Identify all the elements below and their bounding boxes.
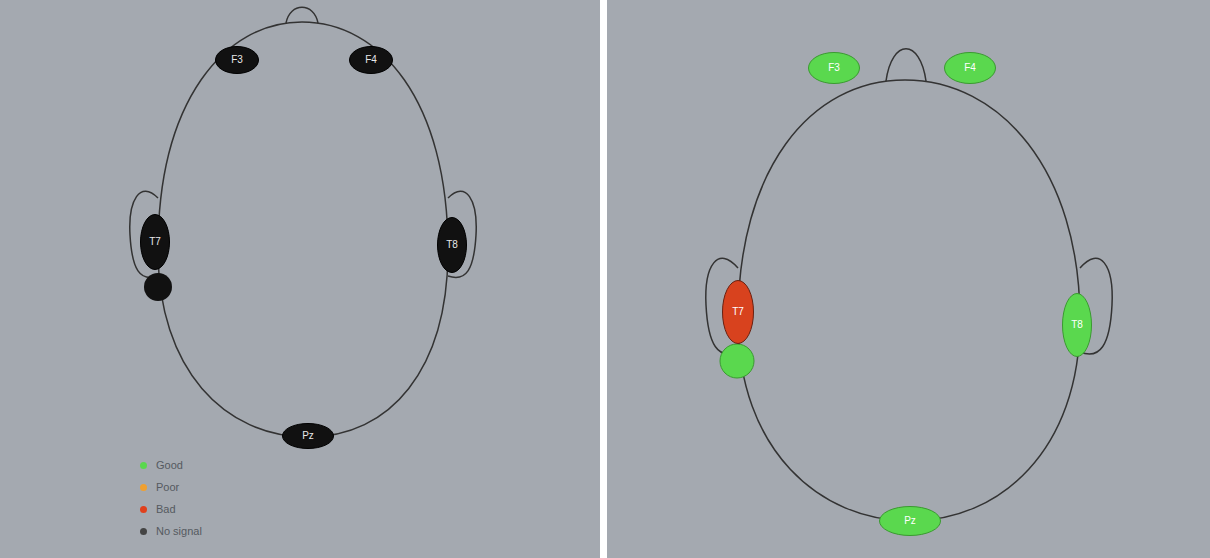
- electrode: F4: [349, 46, 393, 74]
- legend-swatch: [140, 506, 147, 513]
- electrode: T7: [140, 214, 170, 270]
- panel-divider: [600, 0, 607, 558]
- electrode: T7: [722, 280, 754, 344]
- electrode-label: F4: [964, 63, 976, 73]
- legend-label: No signal: [156, 525, 202, 537]
- legend-label: Poor: [156, 481, 179, 493]
- electrode: F4: [944, 52, 996, 84]
- electrode-label: T7: [732, 307, 744, 317]
- electrode: F3: [808, 52, 860, 84]
- electrode-label: T7: [149, 237, 161, 247]
- electrode: T8: [1062, 293, 1092, 357]
- legend-swatch: [140, 484, 147, 491]
- legend: GoodPoorBad No signal: [140, 454, 202, 542]
- electrode: T8: [437, 217, 467, 273]
- legend-item: Poor: [140, 476, 202, 498]
- electrode: F3: [215, 46, 259, 74]
- reference-electrode: [720, 344, 754, 378]
- head-outline: [158, 22, 448, 437]
- reference-electrode: [144, 273, 172, 301]
- head-outline: [738, 80, 1080, 521]
- legend-swatch: [140, 528, 147, 535]
- legend-label: Bad: [156, 503, 176, 515]
- electrode: Pz: [879, 506, 941, 536]
- legend-item: No signal: [140, 520, 202, 542]
- electrode-label: Pz: [904, 516, 916, 526]
- electrode-label: F3: [231, 55, 243, 65]
- legend-label: Good: [156, 459, 183, 471]
- electrode-label: F3: [828, 63, 840, 73]
- nose: [286, 7, 318, 23]
- nose: [886, 49, 926, 81]
- legend-item: Bad: [140, 498, 202, 520]
- electrode-label: Pz: [302, 431, 314, 441]
- electrode-label: T8: [446, 240, 458, 250]
- electrode: Pz: [282, 423, 334, 449]
- legend-item: Good: [140, 454, 202, 476]
- electrode-label: T8: [1071, 320, 1083, 330]
- legend-swatch: [140, 462, 147, 469]
- electrode-label: F4: [365, 55, 377, 65]
